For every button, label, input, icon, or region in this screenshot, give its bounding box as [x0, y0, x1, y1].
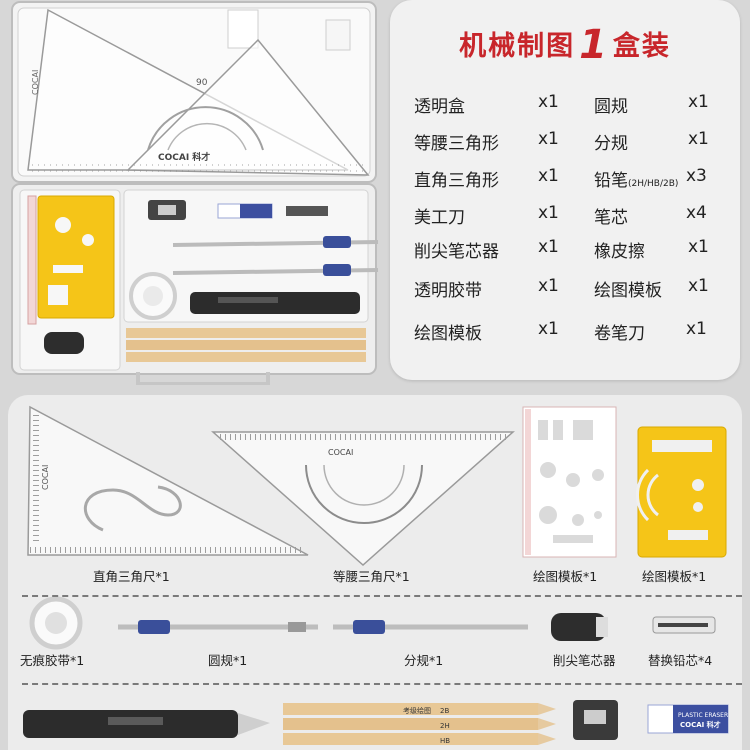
right-triangle-ruler-image: COCAI — [27, 405, 309, 556]
caption-divider: 分规*1 — [404, 653, 444, 668]
items-panel: COCAI COCAI — [8, 395, 742, 750]
title-suffix: 盒装 — [612, 31, 671, 62]
contents-qty: x1 — [538, 203, 559, 223]
contents-item: 直角三角形 — [414, 171, 499, 191]
caption-isosceles-triangle: 等腰三角尺*1 — [333, 569, 410, 584]
lead-sharpener-image — [551, 613, 608, 641]
contents-qty: x1 — [686, 319, 707, 339]
contents-qty: x4 — [686, 203, 707, 223]
contents-item: 橡皮擦 — [594, 242, 645, 262]
contents-item: 笔芯 — [594, 208, 628, 228]
compass-image — [118, 620, 318, 634]
tape-image — [29, 596, 83, 650]
contents-item-sub: (2H/HB/2B) — [628, 179, 679, 189]
pencil-grade: 2B — [440, 707, 449, 715]
caption-right-triangle: 直角三角尺*1 — [93, 569, 170, 584]
caption-lead-sharpener: 削尖笔芯器 — [553, 653, 616, 668]
title-prefix: 机械制图 — [459, 31, 576, 62]
contents-item: 削尖笔芯器 — [414, 242, 499, 262]
pencil-label: 考级绘图 — [403, 706, 431, 715]
section-divider — [22, 683, 742, 685]
eraser-logo: COCAI 科才 — [680, 720, 721, 729]
contents-item: 等腰三角形 — [414, 134, 499, 154]
white-template-image — [522, 406, 617, 558]
contents-item: 铅笔(2H/HB/2B) — [594, 166, 678, 191]
product-case-photo: 90 COCAI 科才 COCAI — [8, 0, 380, 386]
contents-item: 绘图模板 — [414, 324, 482, 344]
contents-qty: x1 — [538, 319, 559, 339]
caption-compass: 圆规*1 — [208, 653, 248, 668]
contents-qty: x1 — [688, 237, 709, 257]
contents-qty: x1 — [538, 92, 559, 112]
yellow-template-image — [635, 426, 727, 558]
section-divider — [22, 595, 742, 597]
eraser-image: PLASTIC ERASER COCAI 科才 — [647, 704, 729, 734]
divider-image — [333, 620, 528, 634]
pencils-image: 考级绘图 2B 2H HB — [283, 703, 556, 745]
contents-qty: x1 — [538, 129, 559, 149]
contents-qty: x1 — [688, 129, 709, 149]
svg-text:COCAI: COCAI — [31, 70, 40, 95]
contents-item: 透明盒 — [414, 97, 465, 117]
contents-qty: x1 — [538, 276, 559, 296]
lead-refill-image — [652, 616, 716, 634]
contents-qty: x1 — [688, 276, 709, 296]
caption-template-white: 绘图模板*1 — [533, 569, 598, 584]
contents-qty: x1 — [538, 166, 559, 186]
caption-template-yellow: 绘图模板*1 — [642, 569, 707, 584]
caption-lead-refill: 替换铅芯*4 — [648, 653, 713, 668]
title-number: 1 — [579, 22, 609, 68]
contents-item: 圆规 — [594, 97, 628, 117]
sharpener-image — [573, 700, 618, 740]
contents-qty: x1 — [688, 92, 709, 112]
svg-text:COCAI: COCAI — [41, 465, 50, 490]
svg-text:COCAI: COCAI — [328, 448, 353, 457]
contents-item: 透明胶带 — [414, 281, 482, 301]
contents-item: 绘图模板 — [594, 281, 662, 301]
contents-item-name: 铅笔 — [594, 171, 628, 191]
contents-qty: x1 — [538, 237, 559, 257]
protractor-mark: 90 — [196, 78, 208, 88]
eraser-sub: PLASTIC ERASER — [678, 712, 728, 719]
isosceles-triangle-ruler-image: COCAI — [211, 431, 515, 567]
pencil-grade: HB — [440, 737, 450, 745]
contents-qty: x3 — [686, 166, 707, 186]
contents-item: 分规 — [594, 134, 628, 154]
contents-item: 美工刀 — [414, 208, 465, 228]
contents-item: 卷笔刀 — [594, 324, 645, 344]
lid-logo: COCAI 科才 — [158, 151, 210, 163]
caption-tape: 无痕胶带*1 — [20, 653, 85, 668]
pencil-grade: 2H — [440, 722, 450, 730]
utility-knife-image — [23, 710, 270, 738]
